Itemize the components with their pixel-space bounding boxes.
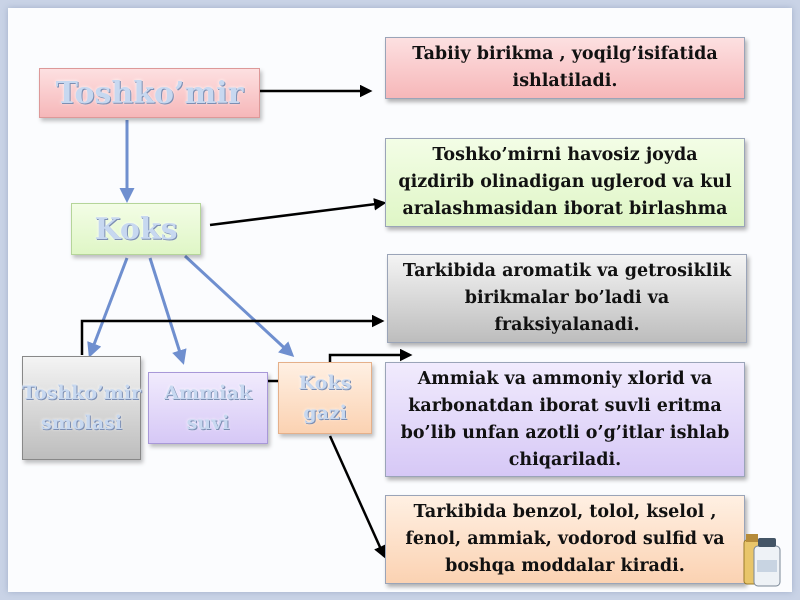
arrow-koks-to-koks-gazi xyxy=(183,254,295,358)
desc-toshkomir-text: Tabiiy birikma , yoqilg’isifatida ishlat… xyxy=(412,44,718,91)
arrow-koks-to-desc xyxy=(209,198,387,227)
desc-ammiak-text: Ammiak va ammoniy xlorid va karbonatdan … xyxy=(400,368,730,470)
node-koks-gazi: Koks gazi xyxy=(278,362,372,434)
desc-smola: Tarkibida aromatik va getrosiklik birikm… xyxy=(387,254,747,343)
desc-ammiak: Ammiak va ammoniy xlorid va karbonatdan … xyxy=(385,362,745,477)
node-koks-gazi-label: Koks gazi xyxy=(298,372,352,424)
bottle-icon-graphic xyxy=(743,534,781,587)
desc-smola-text: Tarkibida aromatik va getrosiklik birikm… xyxy=(402,261,732,335)
arrow-koks-gazi-to-desc xyxy=(328,435,386,559)
node-toshkomir: Toshko’mir xyxy=(39,68,260,118)
desc-koks: Toshko’mirni havosiz joyda qizdirib olin… xyxy=(385,138,745,227)
node-koks-label: Koks xyxy=(94,211,178,247)
node-ammiak-suvi: Ammiak suvi xyxy=(148,372,268,444)
node-toshkomir-smolasi: Toshko’mir smolasi xyxy=(22,356,141,460)
node-ammiak-suvi-label: Ammiak suvi xyxy=(164,382,252,434)
desc-koks-text: Toshko’mirni havosiz joyda qizdirib olin… xyxy=(398,145,732,219)
arrow-smola-to-desc xyxy=(80,314,385,355)
node-toshkomir-smolasi-label: Toshko’mir smolasi xyxy=(22,382,141,434)
arrow-koks-to-ammiak xyxy=(148,257,187,365)
desc-koks-gazi: Tarkibida benzol, tolol, kselol , fenol,… xyxy=(385,495,745,584)
node-koks: Koks xyxy=(71,203,201,255)
desc-koks-gazi-text: Tarkibida benzol, tolol, kselol , fenol,… xyxy=(405,502,725,576)
node-toshkomir-label: Toshko’mir xyxy=(55,75,244,111)
desc-toshkomir: Tabiiy birikma , yoqilg’isifatida ishlat… xyxy=(385,37,745,99)
arrow-koks-to-smola xyxy=(87,257,129,358)
bottle-icon xyxy=(740,526,790,590)
